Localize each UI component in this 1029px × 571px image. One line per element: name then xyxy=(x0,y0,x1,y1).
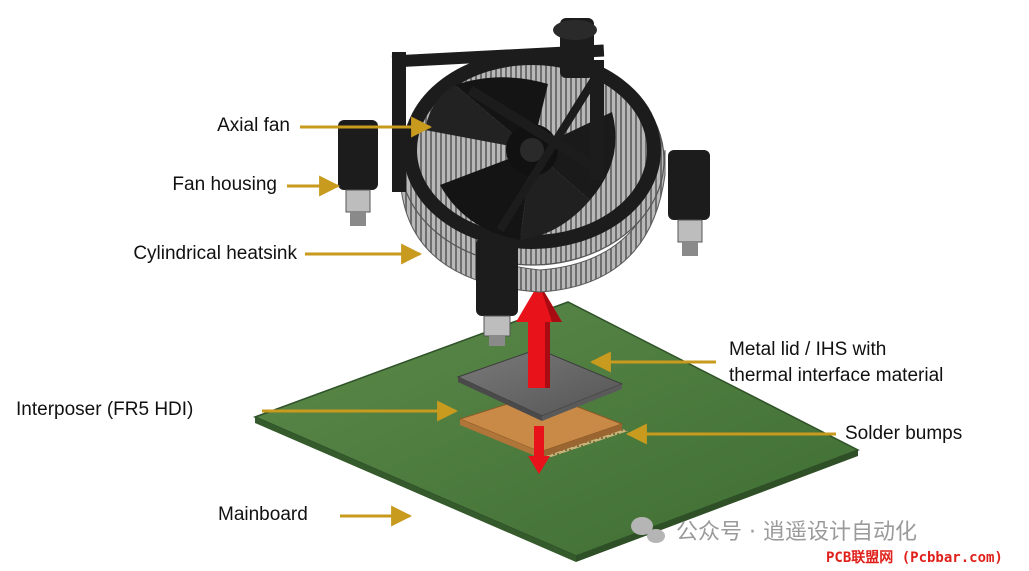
label-heatsink: Cylindrical heatsink xyxy=(133,243,297,264)
label-solder-bumps: Solder bumps xyxy=(845,423,963,444)
leader-arrows xyxy=(262,116,836,527)
label-metal-lid-line1: Metal lid / IHS with xyxy=(729,339,887,360)
watermark-credit: PCB联盟网 (Pcbbar.com) xyxy=(826,550,1003,566)
cpu-cooler xyxy=(338,18,710,346)
label-mainboard: Mainboard xyxy=(218,504,308,525)
heat-arrow-up xyxy=(516,283,562,388)
heat-arrow-down xyxy=(528,426,550,474)
label-fan-housing: Fan housing xyxy=(172,174,277,195)
interposer-shape xyxy=(458,392,628,459)
label-axial-fan: Axial fan xyxy=(217,115,290,136)
wechat-icon xyxy=(631,517,665,543)
label-metal-lid-line2: thermal interface material xyxy=(729,365,944,386)
watermark-text: 公众号 · 逍遥设计自动化 xyxy=(676,520,917,545)
mounting-leg-right xyxy=(668,150,710,256)
label-interposer: Interposer (FR5 HDI) xyxy=(16,399,194,420)
mounting-leg-front xyxy=(476,238,518,346)
mounting-leg-left xyxy=(338,120,378,226)
